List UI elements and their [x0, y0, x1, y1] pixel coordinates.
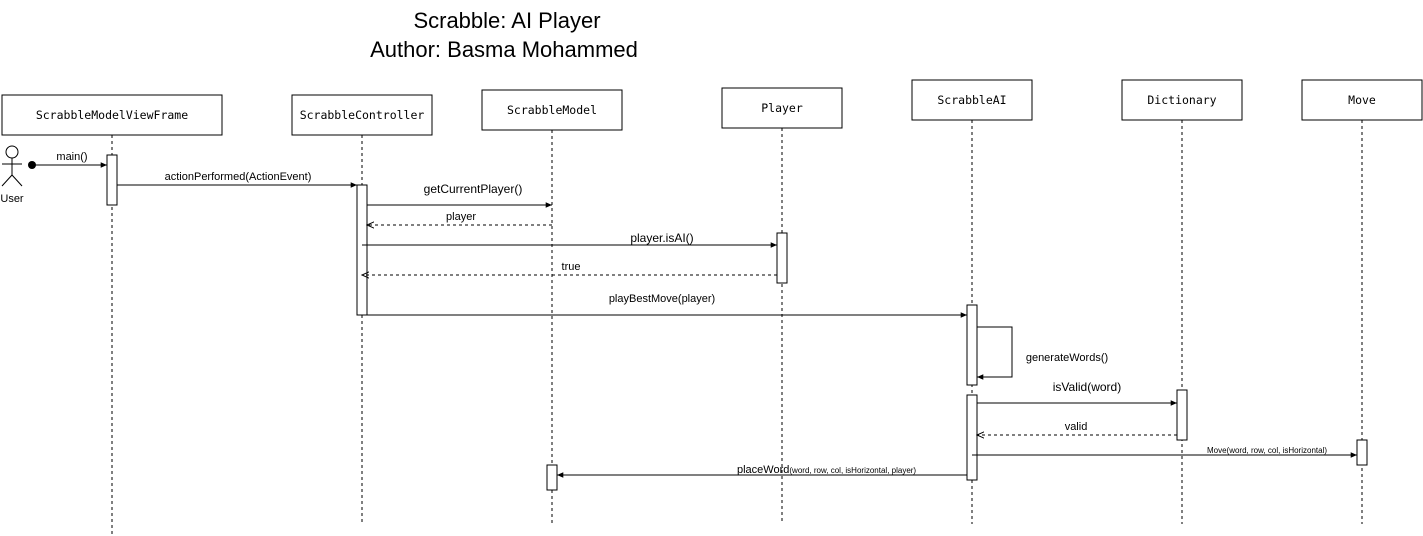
- activation-player: [776, 232, 788, 284]
- message-is-valid: isValid(word): [977, 380, 1177, 406]
- message-label: player.isAI(): [630, 231, 693, 245]
- message-label-args: (word, row, col, isHorizontal, player): [789, 466, 916, 475]
- participant-label: ScrabbleModel: [507, 103, 597, 117]
- participant-controller: ScrabbleController: [291, 94, 433, 136]
- message-label: playBestMove(player): [609, 293, 715, 305]
- participant-frame: ScrabbleModelViewFrame: [1, 94, 223, 136]
- participant-label: ScrabbleAI: [937, 93, 1006, 107]
- message-label: generateWords(): [1026, 352, 1108, 364]
- activation-move: [1356, 439, 1368, 466]
- diagram-author: Author: Basma Mohammed: [370, 37, 638, 62]
- user-actor-icon: [1, 145, 23, 187]
- message-label: actionPerformed(ActionEvent): [165, 171, 312, 183]
- message-place-word: placeWord(word, row, col, isHorizontal, …: [557, 464, 967, 478]
- message-label: placeWord(word, row, col, isHorizontal, …: [737, 464, 916, 476]
- message-return-player: player: [367, 211, 552, 225]
- participant-player: Player: [721, 87, 843, 129]
- participant-label: Dictionary: [1147, 93, 1216, 107]
- message-main: main(): [28, 151, 107, 169]
- activation-controller: [356, 184, 368, 316]
- message-is-ai: player.isAI(): [362, 231, 777, 248]
- participant-move: Move: [1301, 79, 1423, 121]
- message-get-current-player: getCurrentPlayer(): [367, 182, 552, 208]
- participant-label: ScrabbleModelViewFrame: [36, 108, 188, 122]
- message-label: main(): [56, 151, 87, 163]
- message-label: valid: [1065, 421, 1088, 433]
- activation-ai-1: [966, 304, 978, 386]
- message-move-constructor: Move(word, row, col, isHorizontal): [972, 446, 1357, 458]
- message-label-main: placeWord: [737, 464, 789, 476]
- message-label: isValid(word): [1053, 380, 1121, 394]
- activation-ai-2: [966, 394, 978, 481]
- message-play-best-move: playBestMove(player): [367, 293, 967, 318]
- message-label: true: [562, 261, 581, 273]
- participant-model: ScrabbleModel: [481, 89, 623, 131]
- message-label: getCurrentPlayer(): [424, 182, 523, 196]
- message-action-performed: actionPerformed(ActionEvent): [117, 171, 357, 188]
- message-return-true: true: [362, 261, 777, 275]
- diagram-title: Scrabble: AI Player: [413, 8, 600, 33]
- participant-dictionary: Dictionary: [1121, 79, 1243, 121]
- message-return-valid: valid: [977, 421, 1177, 435]
- participant-label: ScrabbleController: [300, 108, 425, 122]
- actor-label: User: [0, 193, 24, 205]
- activation-dictionary: [1176, 389, 1188, 441]
- participant-label: Move: [1348, 93, 1376, 107]
- participant-ai: ScrabbleAI: [911, 79, 1033, 121]
- message-label: player: [446, 211, 476, 223]
- activation-model: [546, 464, 558, 491]
- participant-label: Player: [761, 101, 803, 115]
- message-generate-words: generateWords(): [977, 326, 1108, 380]
- activation-frame: [106, 154, 118, 206]
- message-label: Move(word, row, col, isHorizontal): [1207, 446, 1327, 455]
